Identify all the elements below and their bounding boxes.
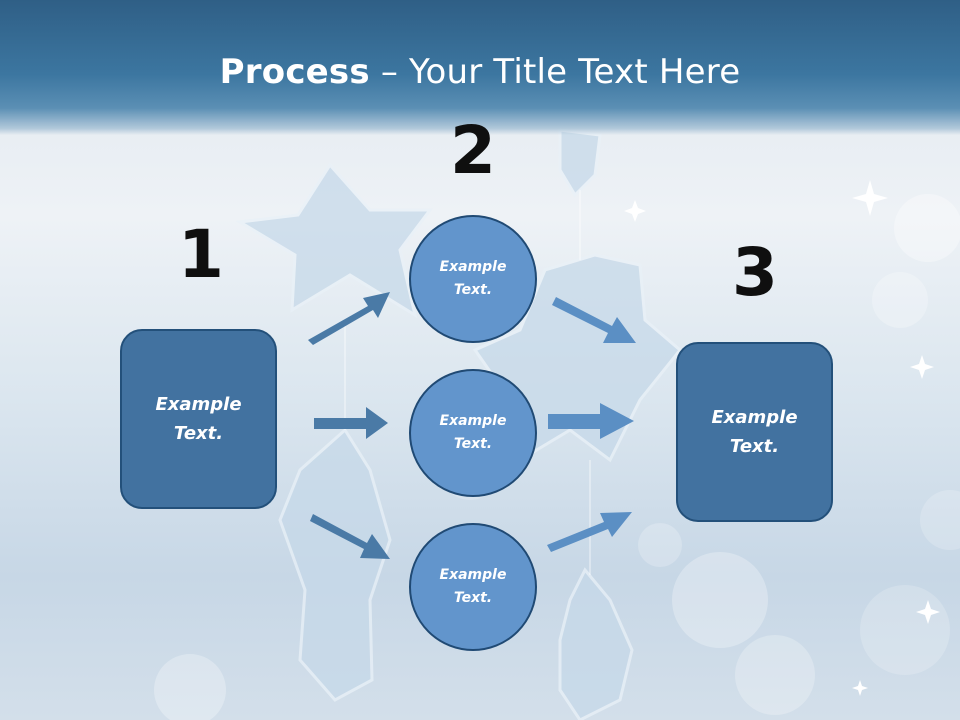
step-3-label: Example Text. — [711, 407, 798, 457]
title-bold: Process — [219, 52, 370, 92]
slide-title: Process – Your Title Text Here — [0, 52, 960, 92]
sparkles — [624, 180, 940, 696]
arrow-bottom-to-right — [547, 512, 632, 552]
title-bar — [0, 0, 960, 135]
title-dash: – — [380, 52, 399, 92]
step-2-circle-top: Example Text. — [409, 215, 537, 343]
circle-middle-label: Example Text. — [439, 413, 507, 452]
arrow-left-to-middle — [314, 407, 388, 439]
step-2-circle-bottom: Example Text. — [409, 523, 537, 651]
arrow-left-to-top — [308, 292, 390, 345]
step-1-label: Example Text. — [155, 394, 242, 444]
circle-top-label: Example Text. — [439, 259, 507, 298]
arrow-middle-to-right — [548, 403, 634, 439]
arrow-top-to-right — [552, 297, 636, 343]
arrow-left-to-bottom — [310, 514, 390, 559]
step-2-circle-middle: Example Text. — [409, 369, 537, 497]
ornament-strings — [344, 190, 591, 575]
step-number-2: 2 — [450, 112, 496, 189]
step-1-box: Example Text. — [120, 329, 277, 509]
step-number-3: 3 — [732, 234, 778, 311]
step-3-box: Example Text. — [676, 342, 833, 522]
circle-bottom-label: Example Text. — [439, 567, 507, 606]
step-number-1: 1 — [178, 216, 224, 293]
title-text: Your Title Text Here — [409, 52, 741, 92]
